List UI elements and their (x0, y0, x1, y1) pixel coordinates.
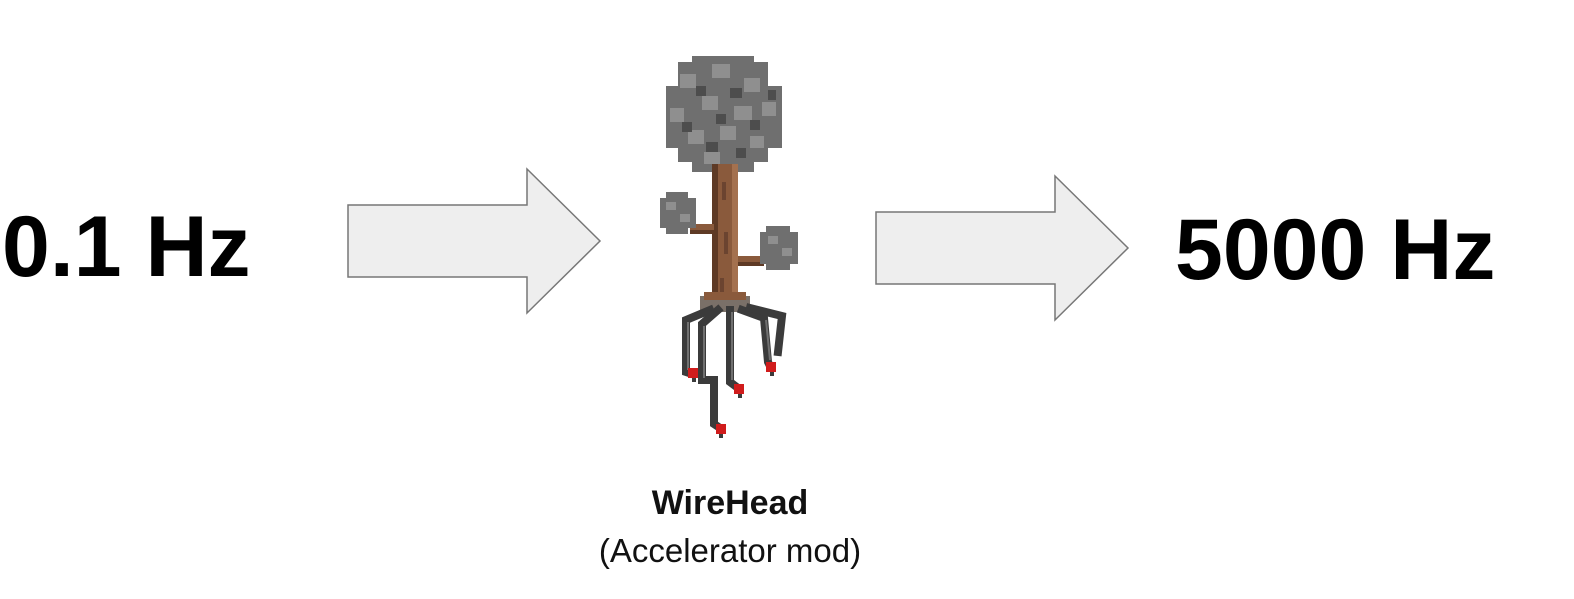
right-arrow-icon (875, 174, 1130, 322)
wire-tips (688, 362, 776, 434)
right-arrow-icon (347, 167, 602, 315)
wirehead-tree-icon (660, 56, 798, 438)
device-name: WireHead (651, 484, 809, 522)
input-frequency-label: 0.1 Hz (2, 199, 251, 295)
tree-trunk (690, 164, 764, 312)
device-description: (Accelerator mod) (598, 532, 862, 569)
output-frequency-label: 5000 Hz (1175, 202, 1496, 298)
